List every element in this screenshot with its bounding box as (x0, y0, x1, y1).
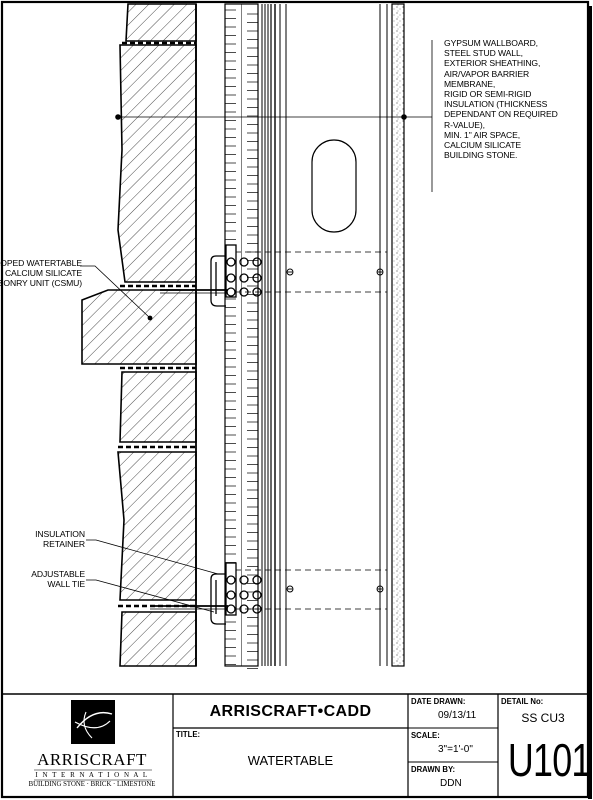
detail-no-label: DETAIL No: (501, 696, 544, 706)
insulation-retainer-line: INSULATION (35, 529, 85, 539)
insulation-retainer-callout: INSULATION RETAINER (35, 529, 85, 549)
wall-tie-line: ADJUSTABLE (31, 569, 85, 579)
arriscraft-international: I N T E R N A T I O N A L (35, 771, 149, 779)
watertable-callout-line: SLOPED WATERTABLE (0, 258, 82, 268)
arriscraft-tagline: BUILDING STONE · BRICK · LIMESTONE (28, 781, 156, 788)
date-drawn-value: 09/13/11 (438, 710, 477, 721)
stud-knockout (311, 139, 357, 233)
brand-cadd: ARRISCRAFT•CADD (209, 703, 372, 720)
adjustable-wall-tie-lower (150, 562, 262, 625)
watertable-callout-line: CALCIUM SILICATE (4, 268, 82, 279)
wall-tie-line: WALL TIE (47, 579, 85, 590)
leader-lines (80, 40, 433, 613)
assembly-callout-line: STEEL STUD WALL, (444, 48, 523, 59)
assembly-callout-line: R-VALUE), (444, 119, 485, 130)
date-drawn-label: DATE DRAWN: (411, 696, 466, 706)
drawn-by-value: DDN (440, 778, 462, 789)
wall-tie-callout: ADJUSTABLE WALL TIE (31, 569, 85, 589)
assembly-callout-line: GYPSUM WALLBOARD, (444, 38, 538, 48)
watertable-callout: SLOPED WATERTABLE CALCIUM SILICATE MASON… (0, 258, 82, 289)
rigid-insulation (224, 3, 259, 669)
assembly-callout-line: CALCIUM SILICATE (444, 140, 522, 151)
title-block (2, 693, 588, 797)
tie-dashed-lines (225, 251, 387, 610)
adjustable-wall-tie-upper (160, 244, 262, 307)
assembly-callout-line: AIR/VAPOR BARRIER (444, 68, 530, 79)
calcium-silicate-stone (81, 3, 197, 667)
fastener-screws (286, 268, 384, 593)
insulation-retainer-line: RETAINER (42, 539, 85, 550)
assembly-callout-line: BUILDING STONE. (444, 150, 518, 161)
assembly-callout-line: MIN. 1" AIR SPACE, (444, 129, 521, 140)
watertable-callout-line: MASONRY UNIT (CSMU) (0, 278, 82, 289)
assembly-callout-line: MEMBRANE, (444, 78, 496, 89)
arriscraft-logo-emblem (34, 700, 152, 781)
detail-sub-code: SS CU3 (521, 711, 565, 725)
title-label: TITLE: (176, 729, 201, 739)
sheet-title: WATERTABLE (247, 753, 334, 768)
sheet-shadow-right (588, 6, 592, 799)
drawn-by-label: DRAWN BY: (411, 764, 456, 774)
assembly-callout-line: DEPENDANT ON REQUIRED (444, 109, 558, 120)
assembly-callout: GYPSUM WALLBOARD,STEEL STUD WALL,EXTERIO… (444, 38, 558, 160)
scale-value: 3"=1'-0" (438, 744, 473, 755)
steel-stud (279, 4, 388, 666)
arriscraft-wordmark: ARRISCRAFT (37, 750, 147, 769)
assembly-callout-line: EXTERIOR SHEATHING, (444, 58, 541, 69)
gypsum-wallboard (391, 3, 405, 667)
assembly-callout-line: RIGID OR SEMI-RIGID (444, 89, 532, 100)
scale-label: SCALE: (411, 730, 440, 740)
wall-section-drawing (80, 3, 433, 669)
sheathing-membrane (261, 4, 276, 666)
assembly-callout-line: INSULATION (THICKNESS (444, 99, 548, 110)
detail-number: U101 (507, 734, 591, 786)
